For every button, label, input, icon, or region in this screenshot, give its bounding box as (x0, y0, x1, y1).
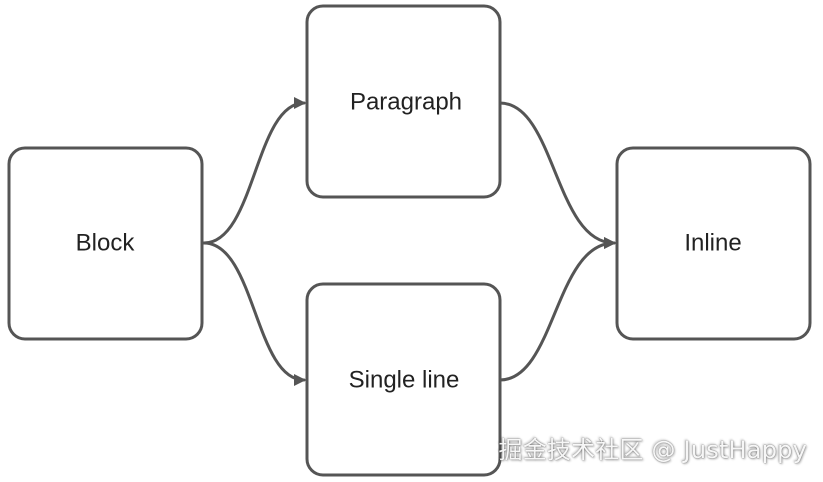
edge-block-to-single-line (202, 241, 306, 386)
node-single-line: Single line (305, 282, 502, 477)
edge-single-line-to-inline (498, 237, 616, 382)
node-block: Block (7, 146, 204, 341)
node-single-line-label: Single line (349, 366, 460, 393)
node-block-label: Block (76, 229, 136, 256)
node-inline: Inline (615, 146, 812, 341)
edge-paragraph-to-inline (498, 101, 616, 249)
watermark: 掘金技术社区 @ JustHappy (498, 436, 807, 464)
node-inline-label: Inline (684, 229, 741, 256)
node-paragraph: Paragraph (305, 4, 502, 199)
edge-block-to-paragraph (202, 97, 306, 245)
node-paragraph-label: Paragraph (350, 88, 462, 115)
